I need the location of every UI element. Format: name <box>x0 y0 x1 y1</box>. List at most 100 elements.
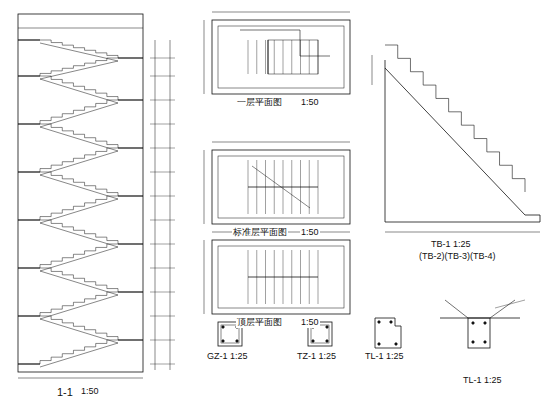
stroke <box>512 165 513 178</box>
stroke <box>95 343 96 346</box>
stroke <box>265 160 266 214</box>
stroke <box>62 68 73 69</box>
stroke <box>96 199 107 200</box>
stroke <box>95 151 96 154</box>
stroke <box>95 282 96 285</box>
stroke <box>85 89 96 90</box>
stroke <box>85 154 96 155</box>
drawing-label: 1:50 <box>300 228 320 238</box>
stroke <box>410 58 411 71</box>
stroke <box>274 160 275 214</box>
stroke <box>84 86 85 89</box>
stroke <box>95 90 96 93</box>
stroke <box>283 160 284 214</box>
stroke <box>51 223 62 224</box>
stroke <box>461 125 474 126</box>
stroke <box>84 203 85 206</box>
stroke <box>85 250 96 251</box>
drawing-label: 顶层平面图 <box>236 318 283 328</box>
stroke <box>95 295 96 298</box>
stroke <box>318 160 319 214</box>
stroke <box>51 40 52 43</box>
stroke <box>51 261 52 264</box>
stroke <box>40 43 118 61</box>
stroke <box>73 278 84 279</box>
stroke <box>18 315 40 316</box>
stroke <box>73 65 84 66</box>
drawing-label: 一层平面图 <box>236 98 283 108</box>
stroke <box>73 131 74 134</box>
stroke <box>435 85 436 98</box>
stroke <box>248 40 249 74</box>
stroke <box>73 83 74 86</box>
stroke <box>486 139 487 152</box>
stroke <box>309 40 310 74</box>
stroke <box>62 322 73 323</box>
stroke <box>449 111 462 112</box>
stroke <box>51 213 52 216</box>
stroke <box>318 40 319 74</box>
stroke <box>51 79 62 80</box>
plan-top <box>204 12 350 94</box>
stroke <box>150 316 175 317</box>
stroke <box>84 134 85 137</box>
drawing-label: TL-1 1:25 <box>364 352 405 362</box>
stroke <box>62 82 73 83</box>
stroke <box>84 347 85 350</box>
stroke <box>73 254 74 257</box>
stroke <box>85 63 96 64</box>
stroke <box>300 40 301 74</box>
stroke <box>40 61 118 79</box>
stroke <box>51 165 52 168</box>
stroke <box>150 148 175 149</box>
stroke <box>96 285 107 286</box>
stroke <box>40 127 118 151</box>
stroke <box>40 312 51 313</box>
plan-bottom <box>204 232 350 314</box>
stroke <box>40 121 41 124</box>
stroke <box>62 68 63 71</box>
stroke <box>474 138 487 139</box>
stroke <box>96 151 107 152</box>
stroke <box>73 134 84 135</box>
stroke <box>106 100 107 103</box>
stroke <box>95 247 96 250</box>
stroke <box>106 237 107 240</box>
stroke <box>95 61 96 64</box>
stroke <box>84 251 85 254</box>
stroke <box>525 179 526 192</box>
stroke <box>73 323 74 326</box>
stroke <box>40 151 118 175</box>
stroke <box>18 267 40 268</box>
stroke <box>51 117 62 118</box>
stroke <box>40 247 118 271</box>
stroke <box>309 160 310 214</box>
stroke <box>51 268 52 271</box>
stroke <box>283 40 284 74</box>
stroke <box>40 319 118 343</box>
stroke <box>385 45 398 46</box>
stroke <box>107 55 118 56</box>
plan-treads <box>248 40 318 304</box>
stroke <box>95 234 96 237</box>
stroke <box>51 261 62 262</box>
stroke <box>62 306 63 309</box>
stroke <box>73 275 74 278</box>
height-dimension <box>155 40 156 370</box>
stroke <box>84 182 85 185</box>
stroke <box>85 281 96 282</box>
stroke <box>84 299 85 302</box>
stroke <box>96 141 107 142</box>
stroke <box>283 250 284 304</box>
stroke <box>40 223 118 247</box>
stroke <box>40 343 118 367</box>
stroke <box>85 106 96 107</box>
stroke <box>96 103 107 104</box>
stroke <box>84 230 85 233</box>
stroke <box>73 45 74 48</box>
stroke <box>40 313 41 316</box>
stroke <box>18 39 40 40</box>
stroke <box>73 158 74 161</box>
stroke <box>410 71 423 72</box>
